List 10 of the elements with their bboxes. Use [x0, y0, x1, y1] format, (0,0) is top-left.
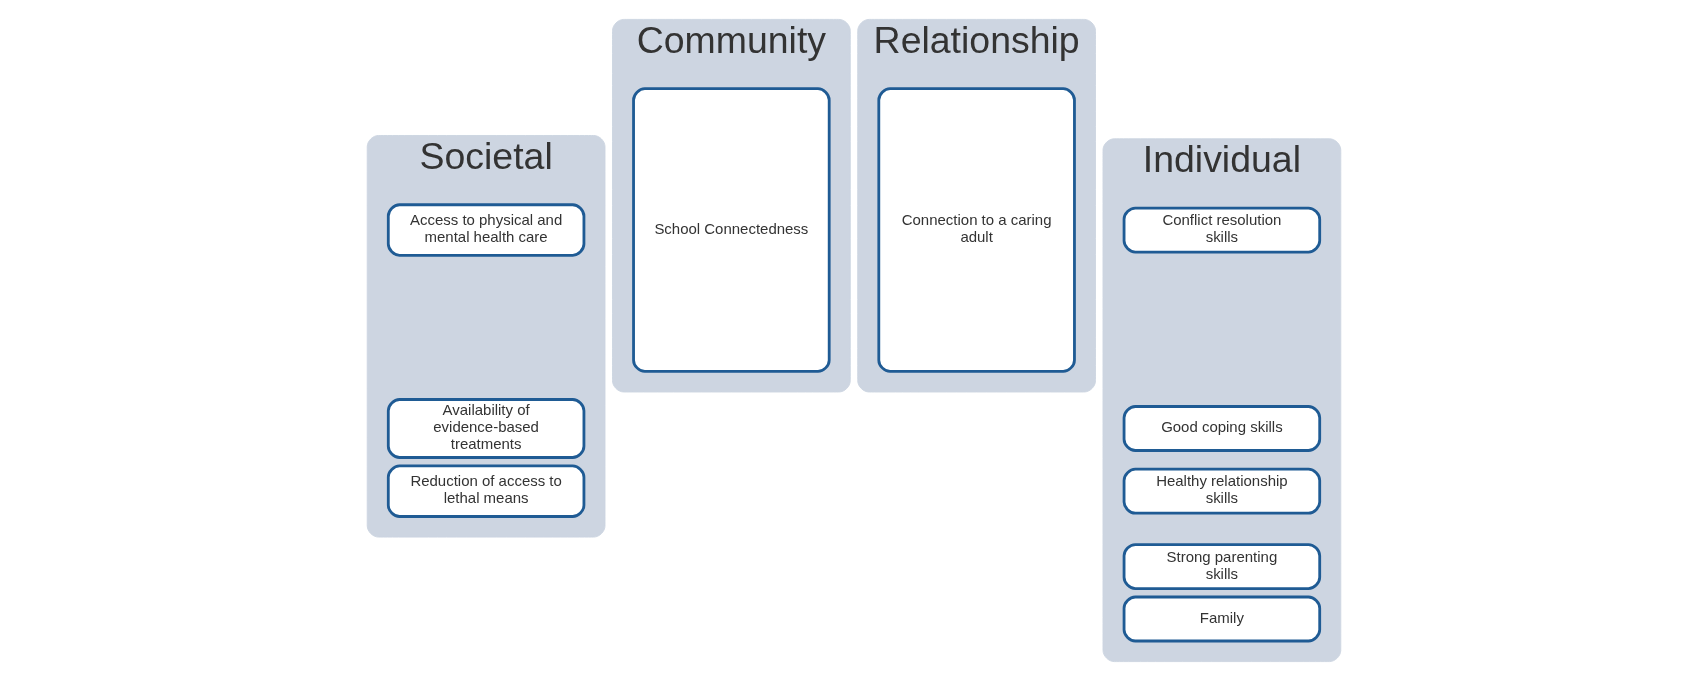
node-box: Access to physical and mental health care — [386, 203, 586, 257]
node-box: Good coping skills — [1122, 405, 1322, 452]
node-box: Family — [1122, 595, 1322, 643]
node-box: Reduction of access to lethal means — [386, 464, 586, 518]
node-box: Availability of evidence-based treatments — [386, 398, 586, 459]
node-box: Healthy relationship skills — [1122, 467, 1322, 515]
node-box: Strong parenting skills — [1122, 543, 1322, 590]
node-box: School Connectedness — [632, 87, 831, 373]
node-box: Connection to a caring adult — [877, 87, 1076, 373]
node-box: Conflict resolution skills — [1122, 206, 1322, 254]
